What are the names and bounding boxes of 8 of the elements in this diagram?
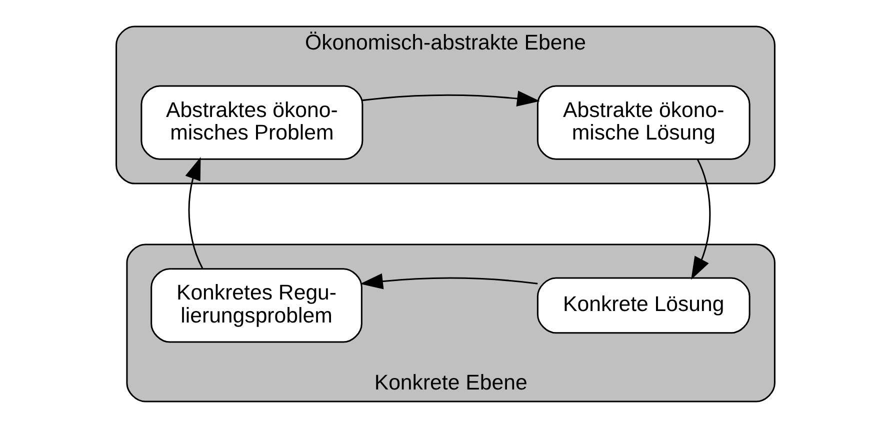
node-box: Konkrete Lösung [536, 277, 750, 334]
arrow [690, 158, 710, 280]
node-box: Abstraktes ökono- misches Problem [140, 85, 363, 160]
arrow [362, 90, 540, 107]
node-box: Konkretes Regu- lierungsproblem [150, 268, 362, 343]
arrow [360, 273, 538, 290]
arrow [184, 157, 203, 269]
node-box: Abstrakte ökono- mische Lösung [536, 85, 750, 160]
